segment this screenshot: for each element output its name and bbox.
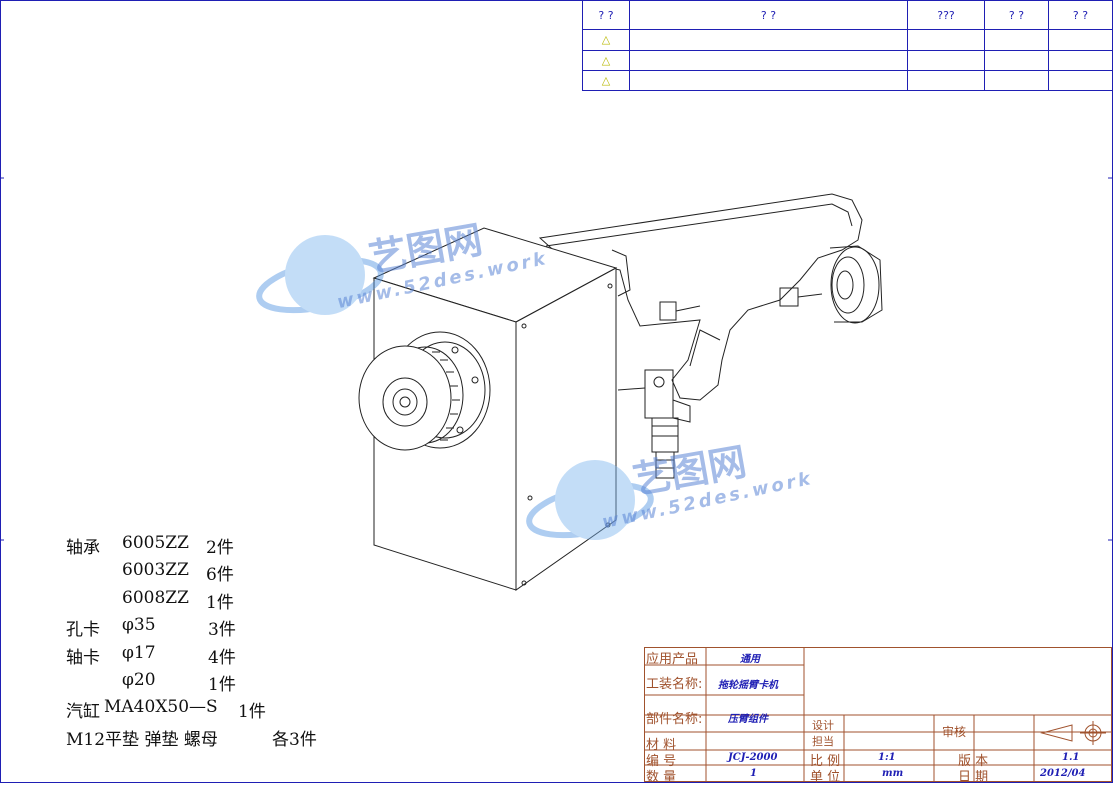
scale-value: 1:1 <box>878 752 896 763</box>
parts-list-item: M12平垫 弹垫 螺母 各3件 <box>66 729 317 750</box>
parts-list-item: 6008ZZ 1件 <box>122 587 234 613</box>
number-label: 编 号 <box>646 754 677 769</box>
revision-triangle-icon: △ <box>601 33 611 47</box>
report-label: 担当 <box>812 735 834 748</box>
part-label: 部件名称: <box>646 712 703 727</box>
parts-list: 轴承 6005ZZ 2件 6003ZZ 6件 6008ZZ 1件 孔卡 φ35 … <box>66 533 366 752</box>
unit-label: 单 位 <box>810 770 841 785</box>
revision-header-cell: ? ? <box>1048 0 1113 31</box>
version-value: 1.1 <box>1062 752 1080 763</box>
tool-value: 拖轮摇臂卡机 <box>718 680 778 691</box>
date-value: 2012/04 <box>1040 768 1086 779</box>
revision-header-cell: ? ? <box>582 0 630 31</box>
title-block-grid <box>644 647 1112 782</box>
revision-header-cell: ??? <box>907 0 985 31</box>
projection-symbol-icon <box>1040 721 1106 745</box>
version-label: 版 本 <box>958 754 989 769</box>
scale-label: 比 例 <box>810 754 841 769</box>
parts-list-item: φ20 1件 <box>122 669 236 695</box>
number-value: JCJ-2000 <box>728 752 778 763</box>
revision-header-cell: ? ? <box>629 0 908 31</box>
qty-label: 数 量 <box>646 770 677 785</box>
parts-list-item: 6003ZZ 6件 <box>122 560 234 586</box>
title-block: 应用产品 通用 工装名称: 拖轮摇臂卡机 部件名称: 压臂组件 设计 担当 审核… <box>644 647 1112 785</box>
revision-table: ? ? ? ? ??? ? ? ? ? △ △ △ <box>582 0 1113 92</box>
revision-triangle-icon: △ <box>601 53 611 67</box>
date-label: 日 期 <box>958 770 989 785</box>
revision-row: △ <box>582 49 1113 71</box>
material-label: 材 料 <box>646 738 677 753</box>
product-label: 应用产品 <box>646 652 699 667</box>
revision-row: △ <box>582 69 1113 92</box>
revision-header-cell: ? ? <box>984 0 1049 31</box>
revision-header-row: ? ? ? ? ??? ? ? ? ? <box>582 0 1113 31</box>
part-value: 压臂组件 <box>728 714 768 725</box>
design-label: 设计 <box>812 719 834 732</box>
product-value: 通用 <box>740 654 760 665</box>
unit-value: mm <box>882 768 904 779</box>
revision-triangle-icon: △ <box>601 73 611 87</box>
revision-row: △ <box>582 29 1113 51</box>
parts-list-item: 汽缸 MA40X50—S 1件 <box>66 697 266 723</box>
parts-list-item: 轴卡 φ17 4件 <box>66 642 236 668</box>
parts-list-item: 孔卡 φ35 3件 <box>66 615 236 641</box>
tool-label: 工装名称: <box>646 677 703 692</box>
parts-list-item: 轴承 6005ZZ 2件 <box>66 533 234 558</box>
qty-value: 1 <box>750 768 757 779</box>
review-label: 审核 <box>942 725 967 739</box>
